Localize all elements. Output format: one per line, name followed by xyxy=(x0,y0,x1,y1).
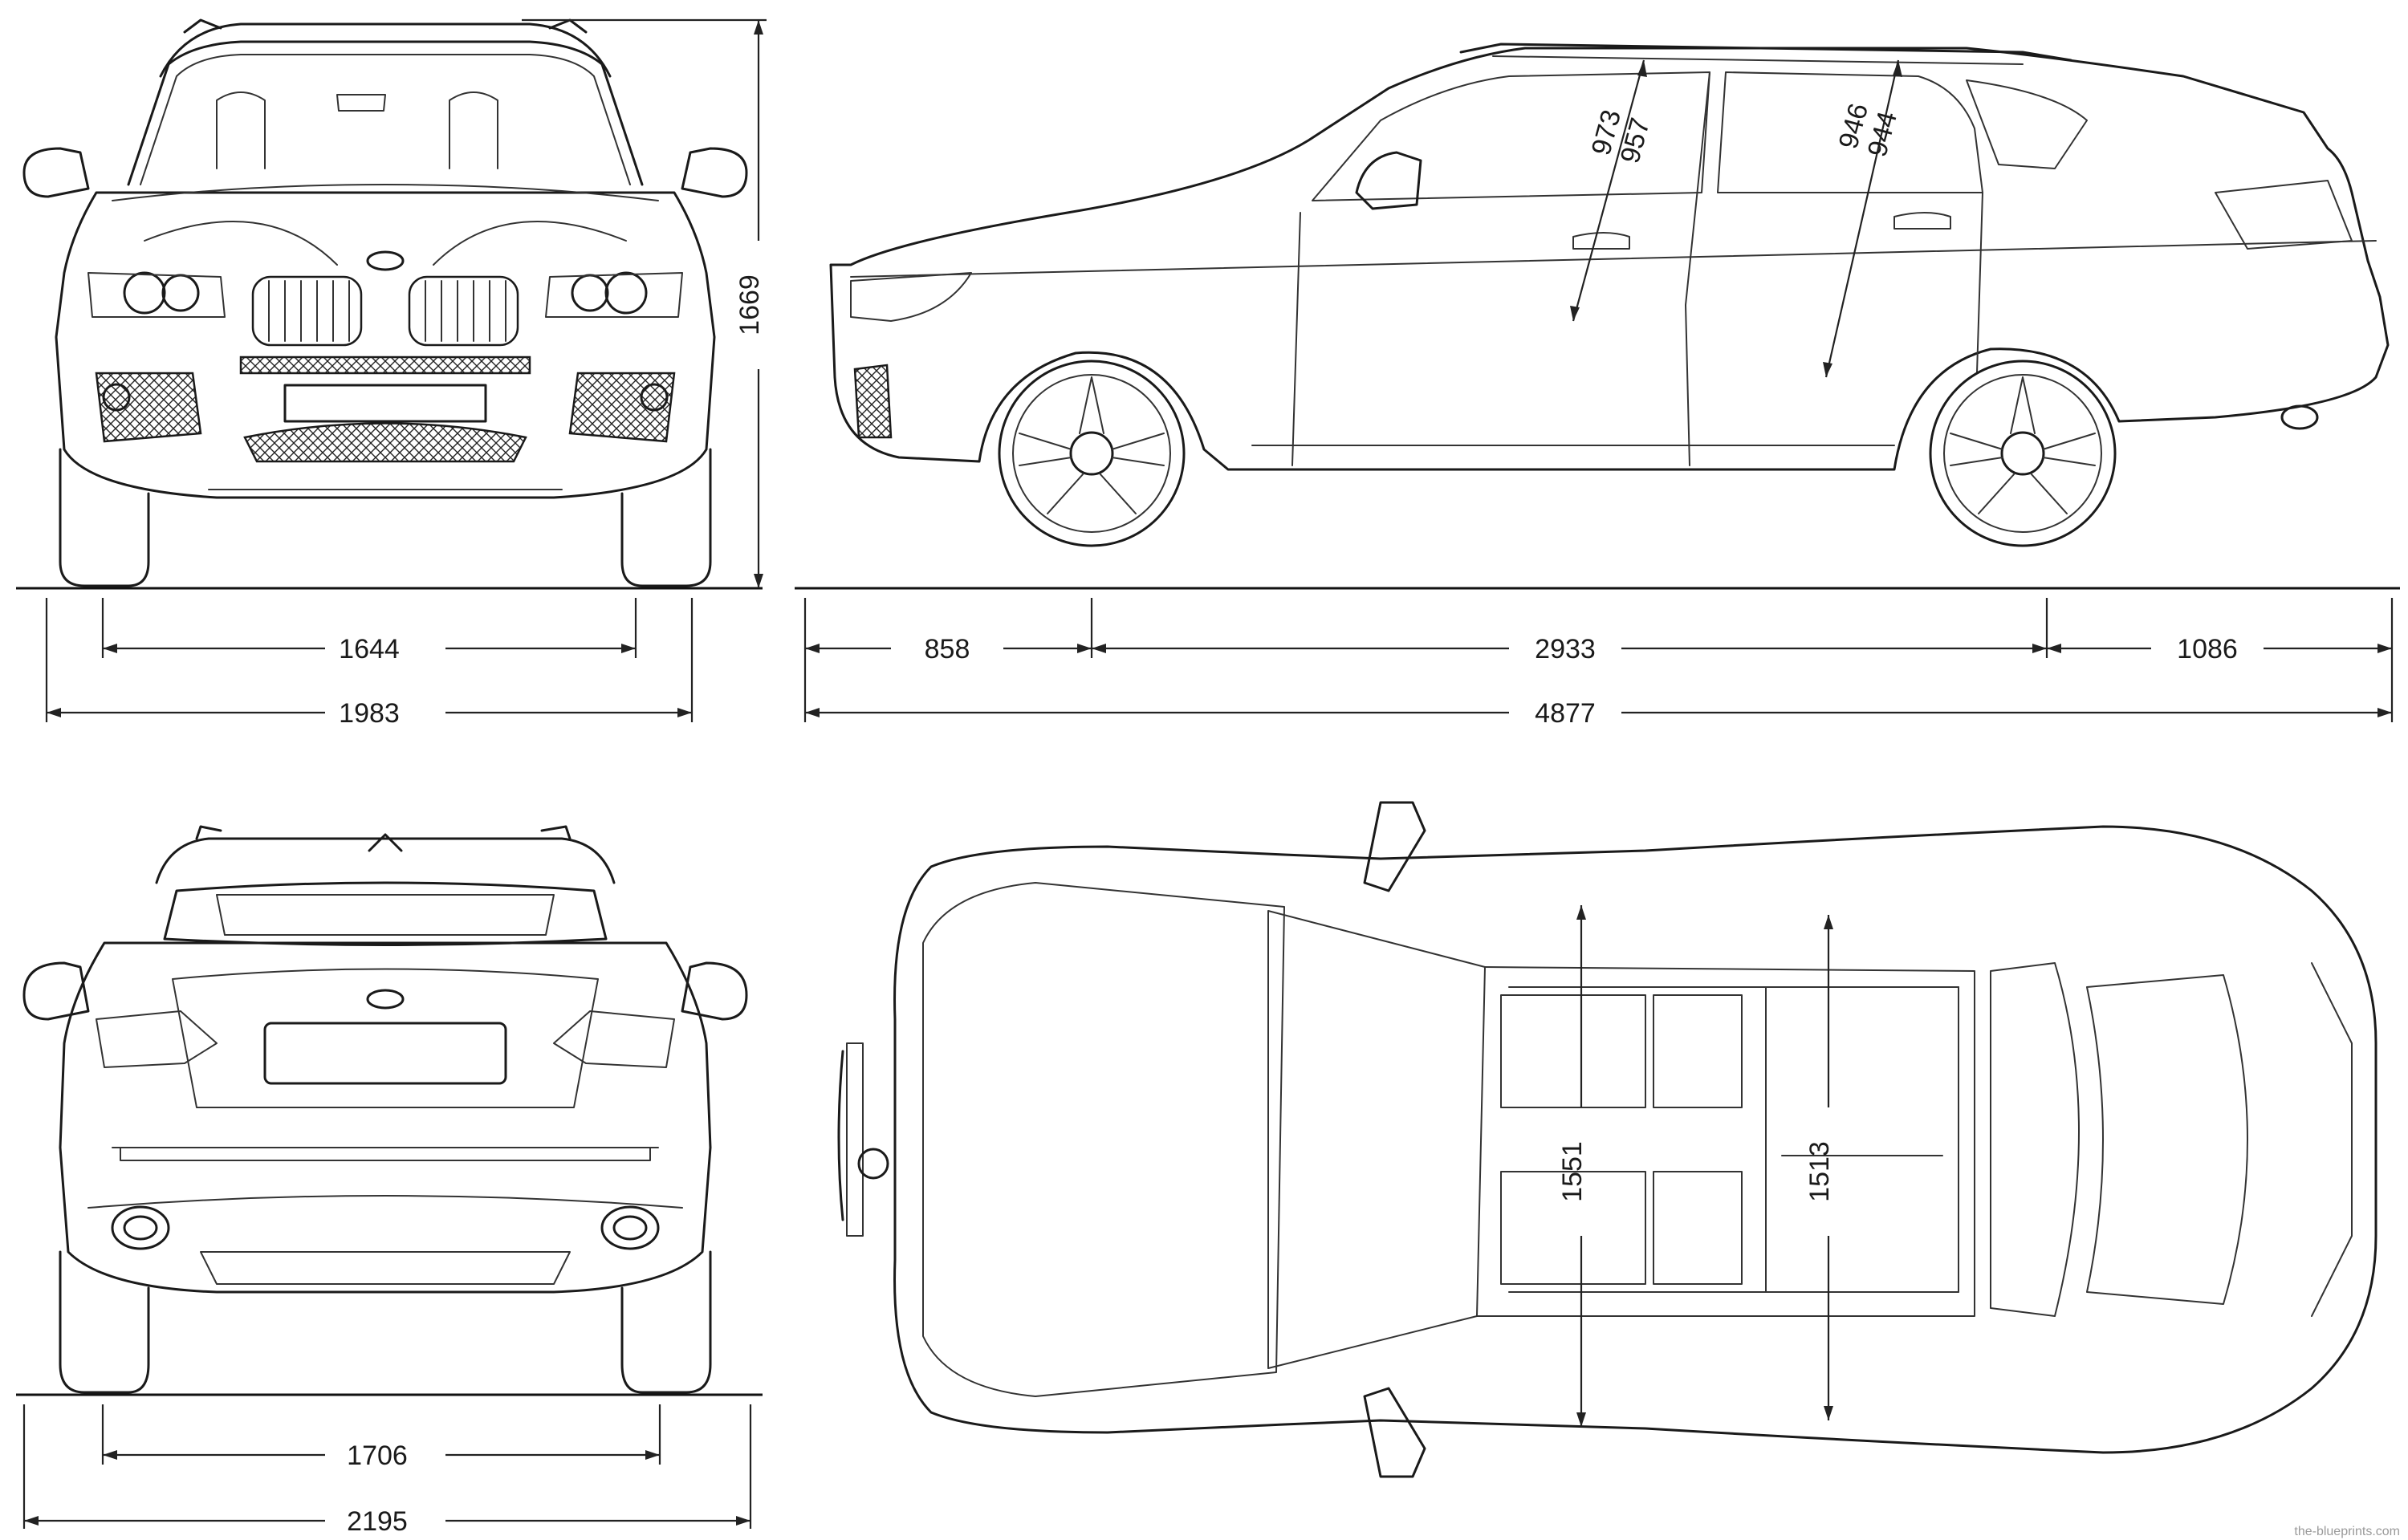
dim-front-interior-width-label: 1551 xyxy=(1557,1141,1588,1202)
front-view xyxy=(22,18,748,587)
side-view xyxy=(829,43,2390,547)
dimension-lines xyxy=(22,18,2394,1529)
dim-front-track-label: 1644 xyxy=(339,634,400,664)
dim-rear-interior-width-label: 1513 xyxy=(1804,1141,1835,1202)
dim-rear-track-label: 1706 xyxy=(347,1440,408,1471)
dim-rear-overhang-label: 1086 xyxy=(2177,634,2238,664)
dim-height-label: 1669 xyxy=(734,274,765,335)
dim-wheelbase-label: 2933 xyxy=(1535,634,1596,664)
dim-mirror-width-label: 2195 xyxy=(347,1506,408,1537)
dim-front-width-label: 1983 xyxy=(339,698,400,729)
dim-overall-length-label: 4877 xyxy=(1535,698,1596,729)
top-view xyxy=(837,801,2377,1478)
rear-view xyxy=(22,825,748,1394)
watermark: the-blueprints.com xyxy=(2294,1525,2400,1538)
dim-front-overhang-label: 858 xyxy=(925,634,970,664)
